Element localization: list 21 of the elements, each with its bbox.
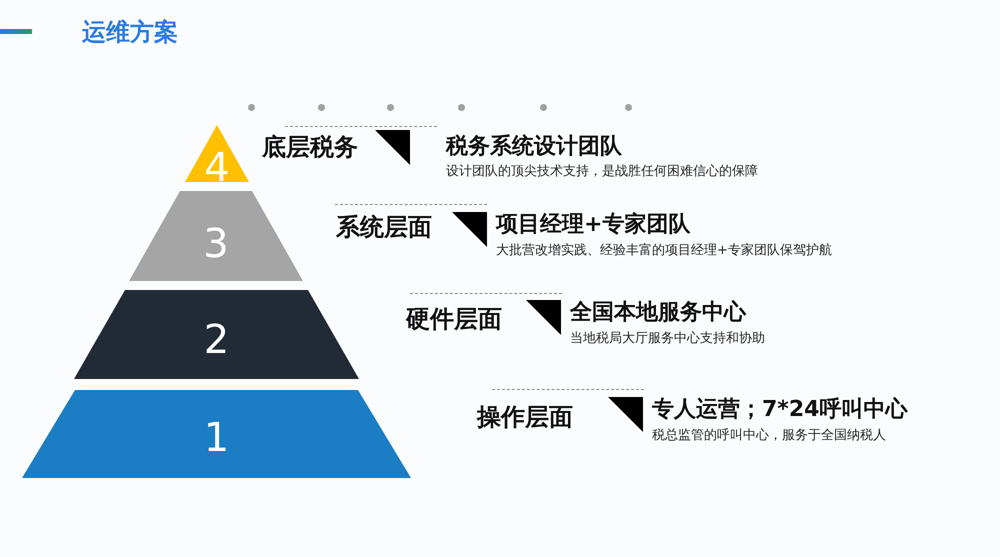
tier-number: 1 [204,414,230,462]
layer-description: 设计团队的顶尖技术支持，是战胜任何困难信心的保障 [446,164,758,180]
layer-name: 系统层面 [336,212,432,242]
layer-description: 当地税局大厅服务中心支持和协助 [570,331,765,347]
tier-number: 2 [204,316,230,364]
pyramid-tier [129,191,303,281]
pyramid-tier [22,390,411,478]
layer-name: 硬件层面 [406,304,502,334]
layer-heading: 项目经理+专家团队 [496,211,690,239]
layer-description: 税总监管的呼叫中心，服务于全国纳税人 [652,428,886,444]
layer-heading: 全国本地服务中心 [570,298,746,326]
tier-number: 4 [204,144,230,192]
layer-name: 操作层面 [477,402,573,432]
layer-heading: 税务系统设计团队 [446,132,622,160]
pyramid-tier [74,290,359,379]
layer-description: 大批营改增实践、经验丰富的项目经理+专家团队保驾护航 [496,242,832,258]
page-title: 运维方案 [82,17,178,47]
layer-heading: 专人运营；7*24呼叫中心 [652,396,908,424]
tier-number: 3 [203,220,229,268]
layer-name: 底层税务 [262,132,358,162]
pyramid-tier [185,125,249,182]
